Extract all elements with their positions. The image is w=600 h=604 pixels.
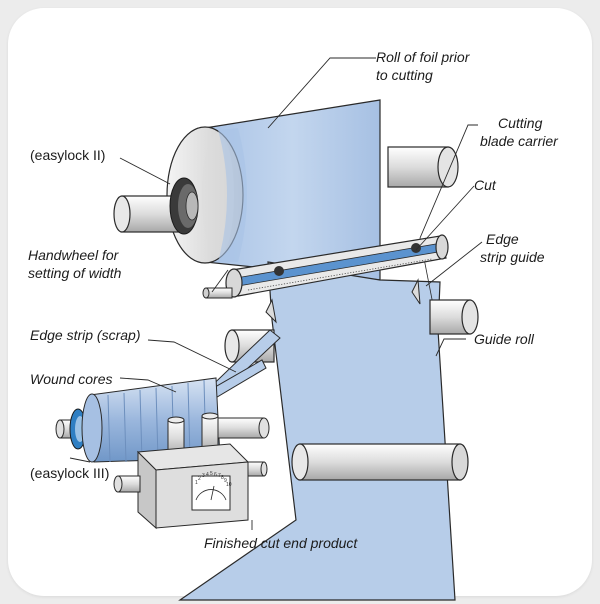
- label-edge-strip-guide: Edge: [486, 231, 519, 247]
- dial-scale: 1 2 3 4 5 6 7 8 9 10: [195, 471, 232, 488]
- dial-tick: 10: [226, 482, 232, 488]
- label-cutting-blade-2: blade carrier: [480, 133, 559, 149]
- dial-tick: 8: [221, 475, 224, 481]
- dial-tick: 3: [202, 473, 205, 479]
- label-handwheel: Handwheel for: [28, 247, 120, 263]
- label-roll-of-foil: Roll of foil prior: [376, 49, 471, 65]
- dial-tick: 5: [210, 471, 213, 477]
- label-guide-roll: Guide roll: [474, 331, 535, 347]
- label-edge-strip-scrap: Edge strip (scrap): [30, 327, 140, 343]
- gearbox: [113, 443, 268, 530]
- label-edge-strip-guide-2: strip guide: [480, 249, 545, 265]
- easylock-ii-chuck: [113, 177, 199, 235]
- dial-tick: 7: [218, 473, 221, 479]
- leader-lines: [69, 57, 483, 530]
- label-easylock-ii: (easylock II): [30, 147, 105, 163]
- label-easylock-iii: (easylock III): [30, 465, 109, 481]
- dial-tick: 2: [198, 476, 201, 482]
- label-cutting-blade: Cutting: [498, 115, 543, 131]
- label-cut: Cut: [474, 177, 497, 193]
- handwheel: [202, 287, 233, 299]
- foil-roll: [166, 99, 459, 281]
- dial-tick: 9: [224, 478, 227, 484]
- wound-cores: [81, 377, 221, 463]
- label-finished-product: Finished cut end product: [204, 535, 358, 551]
- guide-roll-bottom: [291, 443, 469, 481]
- dial-tick: 1: [195, 480, 198, 486]
- label-wound-cores: Wound cores: [30, 371, 112, 387]
- dial-tick: 4: [206, 472, 209, 478]
- label-roll-of-foil-2: to cutting: [376, 67, 433, 83]
- label-handwheel-2: setting of width: [28, 265, 122, 281]
- rear-shaft-right: [387, 146, 459, 188]
- cutting-blade-carrier: [225, 234, 449, 324]
- guide-roll-right: [429, 299, 479, 335]
- width-scale: [247, 258, 433, 291]
- dial-tick: 6: [214, 472, 217, 478]
- edge-strip-winder: 1 2 3 4 5 6 7 8 9 10: [55, 329, 281, 530]
